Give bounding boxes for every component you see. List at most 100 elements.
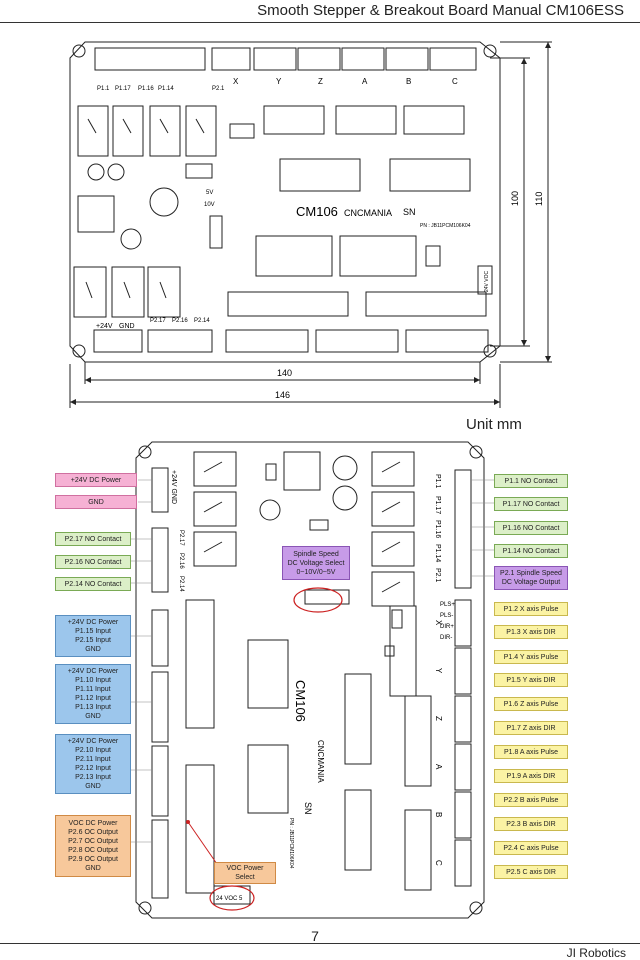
- tag-right-p2-2: P2.2 B axis Pulse: [494, 793, 568, 807]
- tag-left-5-line-3: GND: [85, 646, 101, 653]
- tag-right-p1-14: P1.14 NO Contact: [494, 544, 568, 558]
- bottom-sn: SN: [303, 802, 313, 815]
- spindle-callout-line-1: DC Voltage Select: [287, 559, 345, 567]
- bottom-board-name: CM106: [293, 680, 308, 722]
- tag-right-2-line-0: P1.16 NO Contact: [502, 524, 560, 532]
- tag-right-8-line-0: P1.5 Y axis DIR: [506, 676, 556, 684]
- tag-left-6-line-2: P1.11 Input: [75, 686, 111, 693]
- tag-left-2-line-0: P2.17 NO Contact: [64, 535, 122, 543]
- tag-left-8-line-5: GND: [85, 865, 101, 872]
- tag-left-8-line-3: P2.8 OC Output: [68, 847, 118, 854]
- top-axis-x: X: [233, 77, 239, 86]
- voc-power-callout: VOC Power Select: [214, 862, 276, 884]
- tag-right-p1-7: P1.7 Z axis DIR: [494, 721, 568, 735]
- tag-right-p1-17: P1.17 NO Contact: [494, 497, 568, 511]
- bottom-relay-p2-17: P2.17: [178, 530, 184, 546]
- dim-100: 100: [510, 191, 520, 206]
- bottom-board-drawing: CM106 CNCMANIA SN PN : JB11PCM106K04 +24…: [131, 441, 494, 919]
- tag-left-0-line-0: +24V DC Power: [70, 476, 122, 484]
- top-label-gnd: GND: [119, 323, 135, 330]
- bottom-voc-jumper: 24 VOC 5: [216, 896, 243, 902]
- tag-right-9-line-0: P1.6 Z axis Pulse: [503, 700, 559, 708]
- tag-left-7-line-3: P2.12 Input: [75, 765, 111, 772]
- tag-left-3-line-0: P2.16 NO Contact: [64, 558, 122, 566]
- top-axis-y: Y: [276, 77, 282, 86]
- tag-right-12-line-0: P1.9 A axis DIR: [506, 772, 556, 780]
- tag-left-6-line-1: P1.10 Input: [75, 677, 111, 684]
- dim-140: 140: [277, 368, 292, 378]
- tag-left-p2-16: P2.16 NO Contact: [55, 555, 131, 569]
- tag-left-8-line-2: P2.7 OC Output: [68, 838, 118, 845]
- tag-right-p1-3: P1.3 X axis DIR: [494, 625, 568, 639]
- tag-right-p2-4: P2.4 C axis Pulse: [494, 841, 568, 855]
- top-axis-c: C: [452, 77, 458, 86]
- bottom-axis-c: C: [434, 860, 443, 866]
- top-label-p2-17: P2.17: [150, 318, 166, 324]
- header-title: Smooth Stepper & Breakout Board Manual C…: [257, 2, 624, 19]
- top-label-p1-1: P1.1: [97, 86, 110, 92]
- spindle-callout-line-2: 0~10V/0~5V: [296, 568, 336, 576]
- tag-left-6-line-5: GND: [85, 713, 101, 720]
- tag-left-7-line-1: P2.10 Input: [75, 747, 111, 754]
- dim-110: 110: [534, 192, 544, 206]
- tag-left-7-line-4: P2.13 Input: [75, 774, 111, 781]
- top-sn: SN: [403, 207, 416, 217]
- bottom-pn: PN : JB11PCM106K04: [288, 818, 294, 869]
- tag-right-4-line-1: DC Voltage Output: [501, 579, 561, 586]
- tag-right-p2-5: P2.5 C axis DIR: [494, 865, 568, 879]
- tag-left-1-line-0: GND: [88, 498, 104, 506]
- bottom-axis-y: Y: [434, 668, 443, 674]
- header-rule: [0, 22, 640, 23]
- dim-146: 146: [275, 390, 290, 400]
- bottom-power-label: +24V GND: [170, 470, 177, 504]
- tag-right-13-line-0: P2.2 B axis Pulse: [503, 796, 559, 804]
- top-label-p2-14: P2.14: [194, 318, 210, 324]
- top-label-p2-1: P2.1: [212, 86, 225, 92]
- tag-right-p1-2: P1.2 X axis Pulse: [494, 602, 568, 616]
- tag-right-5-line-0: P1.2 X axis Pulse: [503, 605, 559, 613]
- tag-left-p1-inputs-b: +24V DC Power P1.10 Input P1.11 Input P1…: [55, 664, 131, 724]
- tag-left-4-line-0: P2.14 NO Contact: [64, 580, 122, 588]
- tag-right-p2-1: P2.1 Spindle Speed DC Voltage Output: [494, 566, 568, 590]
- bottom-pin-p1-17: P1.17: [434, 496, 441, 514]
- tag-right-7-line-0: P1.4 Y axis Pulse: [503, 653, 559, 661]
- bottom-pin-p1-16: P1.16: [434, 520, 441, 538]
- tag-left-gnd: GND: [55, 495, 137, 509]
- bottom-pin-pls-plus: PLS+: [440, 602, 455, 608]
- tag-left-p2-17: P2.17 NO Contact: [55, 532, 131, 546]
- top-axis-a: A: [362, 77, 368, 86]
- bottom-pin-p2-1: P2.1: [434, 568, 441, 583]
- top-label-24v-gnd: +24V: [96, 323, 113, 330]
- top-board-name: CM106: [296, 204, 338, 219]
- tag-left-6-line-0: +24V DC Power: [67, 668, 119, 675]
- bottom-axis-z: Z: [434, 716, 443, 721]
- top-label-p1-16: P1.16: [138, 86, 154, 92]
- tag-left-8-line-0: VOC DC Power: [68, 820, 118, 827]
- tag-right-p1-6: P1.6 Z axis Pulse: [494, 697, 568, 711]
- tag-left-7-line-0: +24V DC Power: [67, 738, 119, 745]
- tag-right-14-line-0: P2.3 B axis DIR: [506, 820, 556, 828]
- tag-right-p1-9: P1.9 A axis DIR: [494, 769, 568, 783]
- tag-right-1-line-0: P1.17 NO Contact: [502, 500, 560, 508]
- unit-label: Unit mm: [466, 416, 522, 433]
- tag-left-5-line-1: P1.15 Input: [75, 628, 111, 635]
- tag-right-p1-4: P1.4 Y axis Pulse: [494, 650, 568, 664]
- voc-callout-line-0: VOC Power: [226, 865, 264, 872]
- top-axis-z: Z: [318, 77, 323, 86]
- bottom-relay-p2-14: P2.14: [178, 576, 184, 592]
- tag-right-10-line-0: P1.7 Z axis DIR: [506, 724, 556, 732]
- bottom-brand: CNCMANIA: [316, 740, 325, 783]
- tag-left-5-line-0: +24V DC Power: [67, 619, 119, 626]
- bottom-pin-pls-minus: PLS-: [440, 613, 453, 619]
- tag-right-3-line-0: P1.14 NO Contact: [502, 547, 560, 555]
- tag-left-p2-14: P2.14 NO Contact: [55, 577, 131, 591]
- footer-brand: JI Robotics: [566, 946, 626, 960]
- tag-left-p2-inputs: +24V DC Power P2.10 Input P2.11 Input P2…: [55, 734, 131, 794]
- top-board-drawing: CM106 CNCMANIA SN PN : JB11PCM106K04 140…: [69, 41, 552, 408]
- bottom-pin-p1-1: P1.1: [434, 474, 441, 489]
- top-label-10v: 10V: [204, 202, 215, 208]
- tag-left-7-line-5: GND: [85, 783, 101, 790]
- tag-left-6-line-4: P1.13 Input: [75, 704, 111, 711]
- tag-right-p1-1: P1.1 NO Contact: [494, 474, 568, 488]
- tag-right-11-line-0: P1.8 A axis Pulse: [503, 748, 559, 756]
